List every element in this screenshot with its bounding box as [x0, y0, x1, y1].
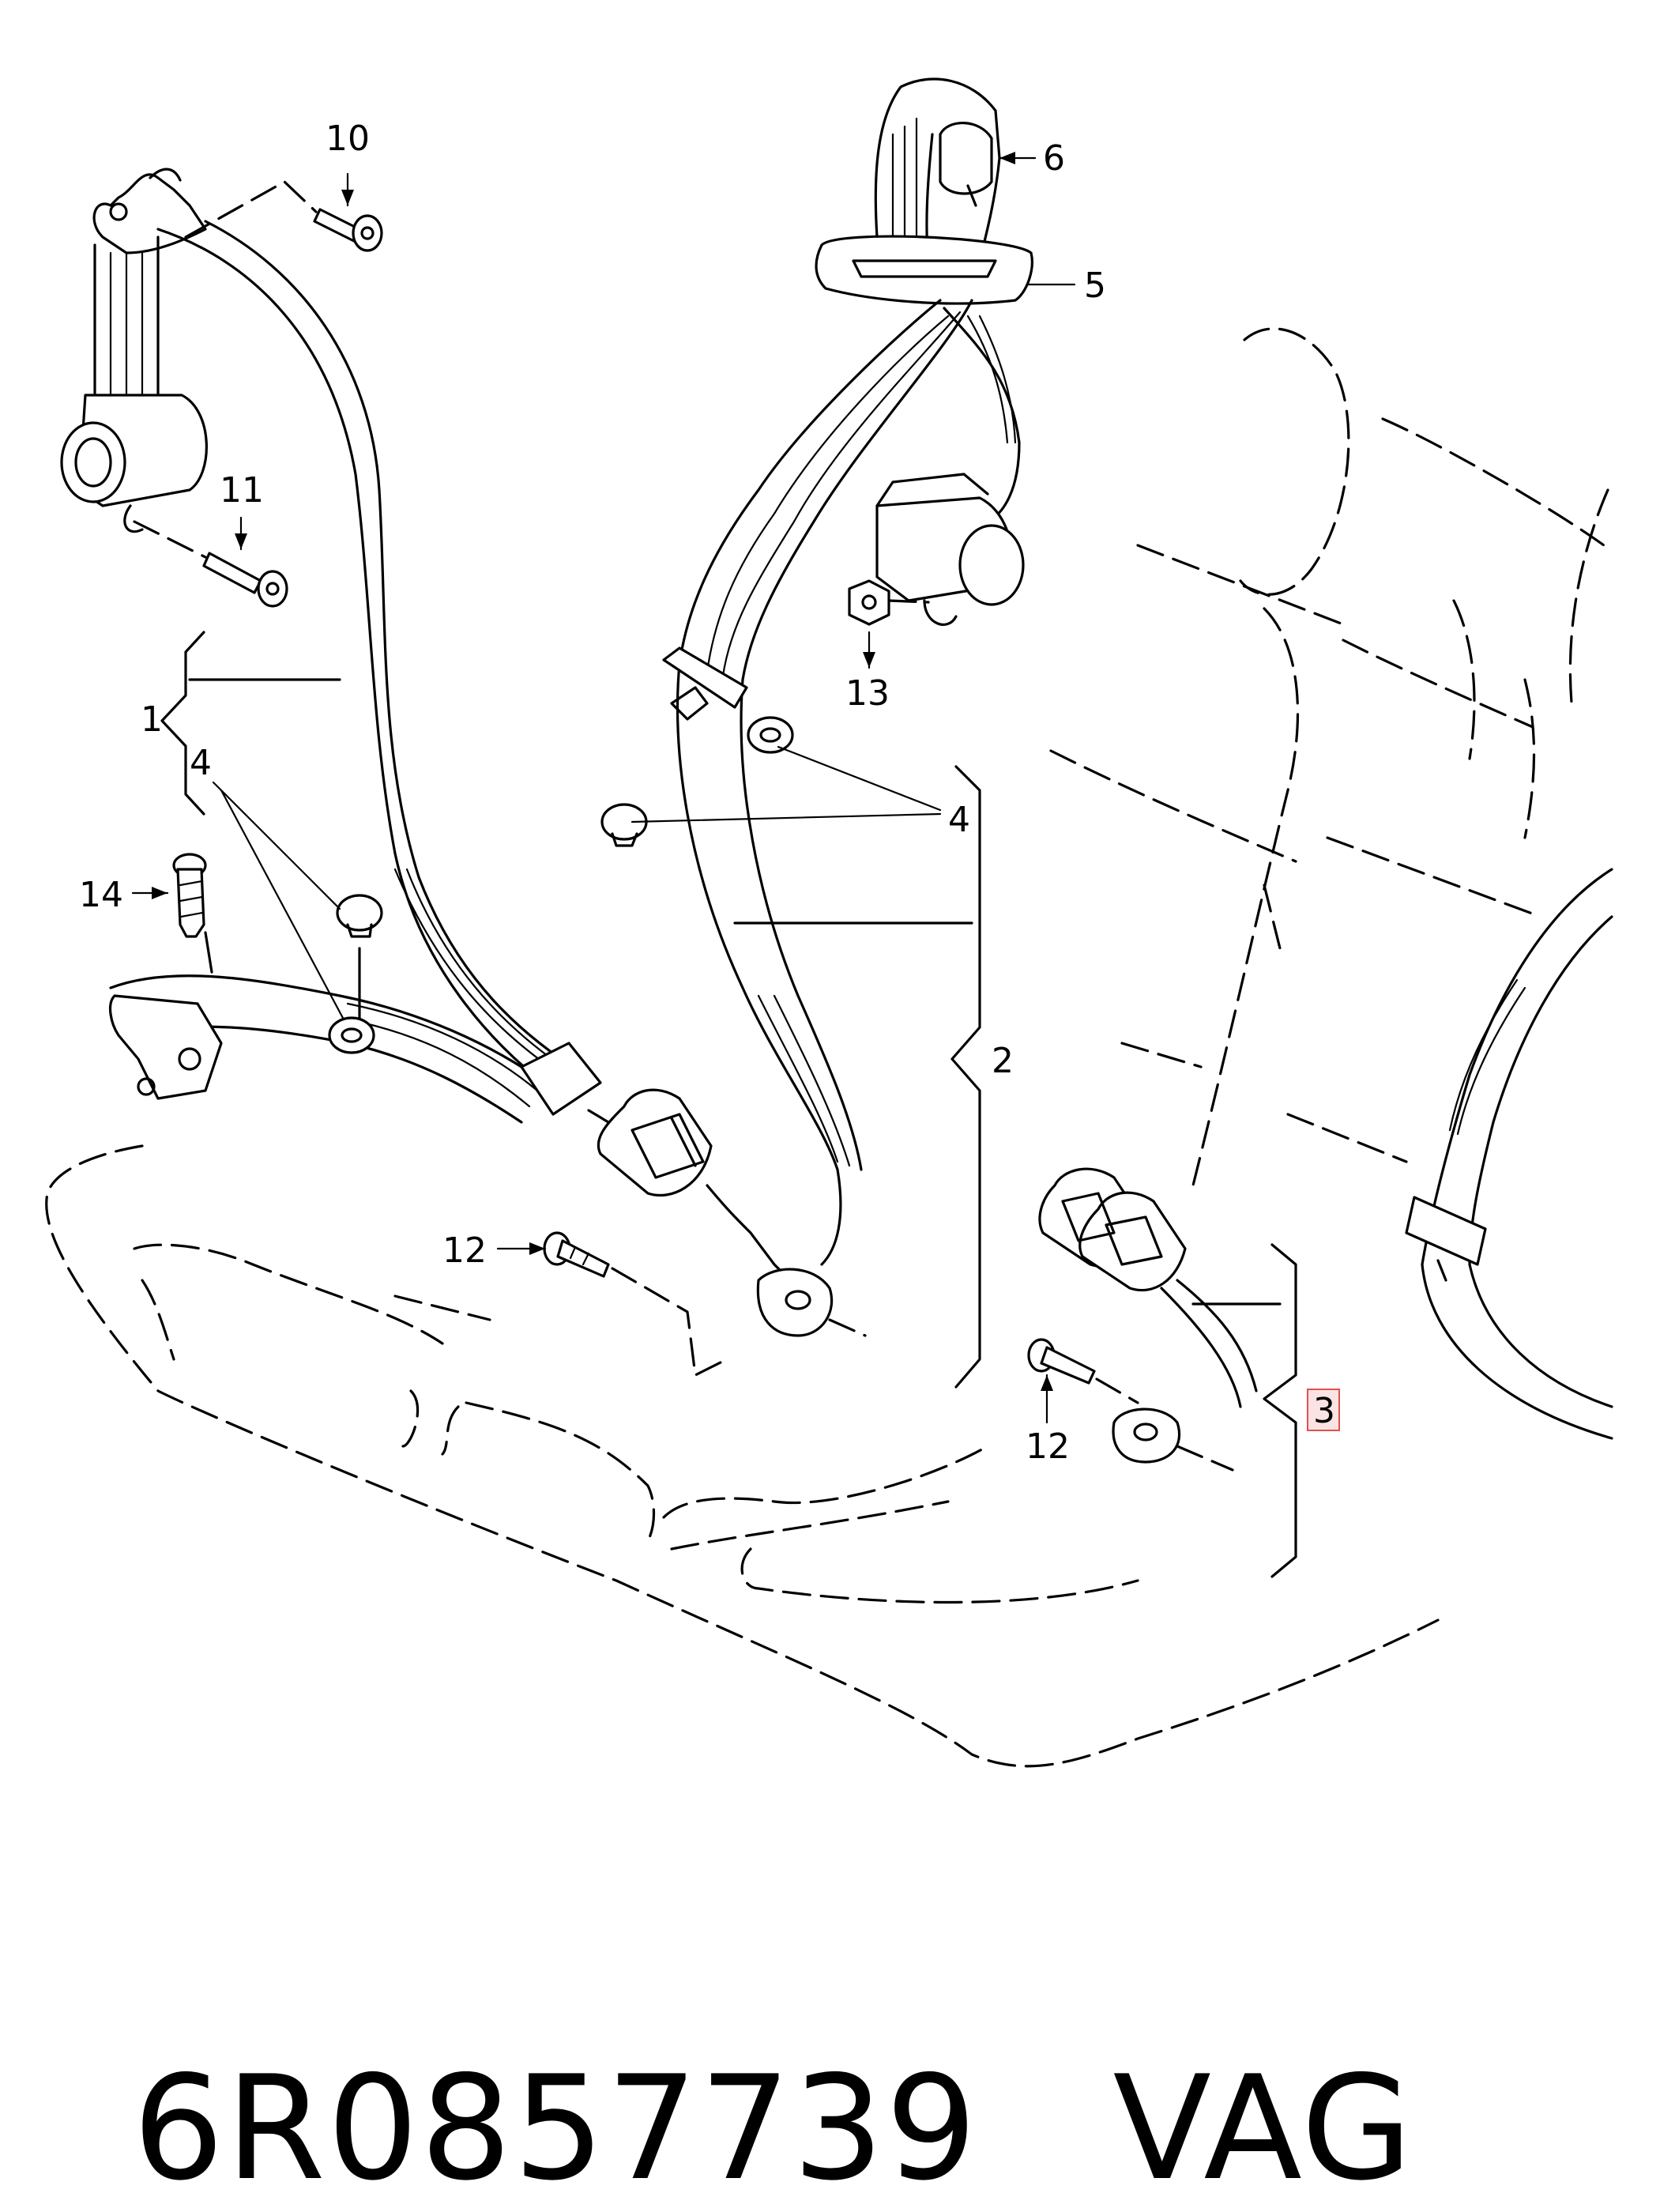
callout-10: 10 [326, 119, 370, 159]
callout-5: 5 [1084, 266, 1106, 306]
callout-6: 6 [1043, 138, 1065, 179]
left-belt-assembly [60, 168, 713, 1197]
callout-12-right: 12 [1026, 1426, 1070, 1467]
callout-4-center: 4 [948, 800, 970, 840]
callout-2: 2 [992, 1041, 1014, 1081]
part-number: 6R0857739 [132, 2044, 979, 2212]
callout-14: 14 [79, 875, 123, 915]
callout-11: 11 [220, 470, 264, 511]
rear-seat-outline [45, 327, 1609, 1768]
callout-12-center: 12 [442, 1230, 487, 1271]
callout-3-highlight [1307, 1389, 1340, 1431]
callout-1: 1 [141, 699, 163, 740]
center-belt-assembly [543, 77, 1033, 1377]
callout-3: 3 [1313, 1391, 1335, 1431]
brand-name: VAG [1112, 2044, 1414, 2212]
callout-labels: 10 6 5 11 13 1 4 4 14 2 12 12 3 [79, 119, 1340, 1467]
seat-belt-exploded-diagram: 10 6 5 11 13 1 4 4 14 2 12 12 3 [45, 77, 1613, 1768]
part-number-footer: 6R0857739 VAG [38, 1877, 1414, 2212]
right-buckle-assembly [1027, 1167, 1258, 1472]
callout-13: 13 [845, 673, 890, 714]
outer-seat-belt [1405, 868, 1613, 1440]
leader-lines [131, 152, 1297, 1578]
callout-4-left: 4 [190, 743, 212, 783]
